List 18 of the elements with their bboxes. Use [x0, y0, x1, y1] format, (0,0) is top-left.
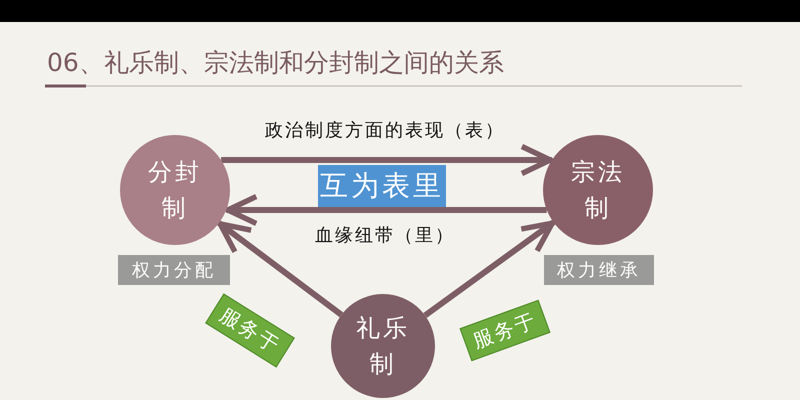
arrow: [225, 194, 547, 226]
circle-node: [331, 294, 435, 398]
arrow: [217, 220, 344, 318]
tag-label: 服务于: [460, 299, 550, 361]
label-box: [118, 255, 230, 285]
node-label: 权力继承: [557, 258, 641, 282]
title: 06、礼乐制、宗法制和分封制之间的关系: [47, 47, 504, 79]
node-label: 权力分配: [132, 258, 216, 282]
arrow: [221, 144, 554, 176]
label-box: [544, 255, 654, 285]
node-label: 礼乐制: [355, 313, 411, 380]
circle-node: [120, 135, 230, 245]
node-label: 分封制: [147, 157, 203, 224]
arrow: [423, 220, 556, 318]
circle-node: [543, 135, 653, 245]
tag-label: 服务于: [205, 292, 295, 368]
node-label: 互为表里: [320, 168, 444, 204]
node-label: 宗法制: [570, 157, 626, 224]
